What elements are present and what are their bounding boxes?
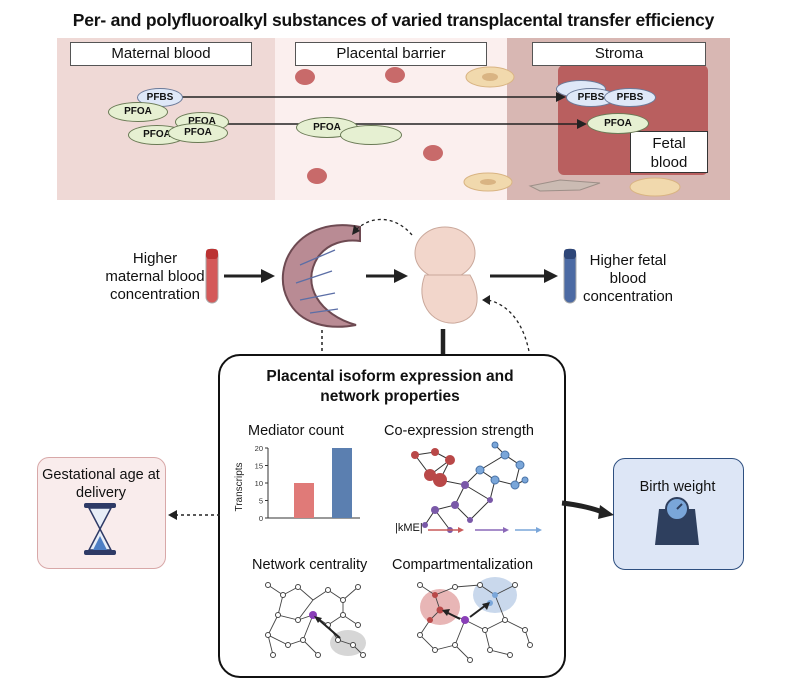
y-tick-label: 20 xyxy=(255,444,263,453)
y-tick-label: 0 xyxy=(259,514,263,523)
fetal-blood-tube-icon xyxy=(563,248,577,304)
birth-weight-label: Birth weight xyxy=(639,479,716,495)
thick-arrow-right xyxy=(561,500,614,519)
placental-barrier-header: Placental barrier xyxy=(295,42,487,66)
main-box-title: Placental isoform expression and network… xyxy=(266,368,514,405)
scale-icon xyxy=(655,497,699,545)
isoform-network-box xyxy=(218,354,566,678)
maternal-blood-header: Maternal blood xyxy=(70,42,252,66)
y-tick-label: 10 xyxy=(255,479,263,488)
panel-decorations xyxy=(180,66,681,197)
pfoa-molecule: PFOA xyxy=(168,123,228,143)
middle-row-graphics xyxy=(205,218,577,358)
network-centrality-graph xyxy=(265,582,366,658)
bar-1 xyxy=(332,448,352,518)
placenta-icon xyxy=(281,224,361,328)
pfoa-molecule: PFOA xyxy=(587,113,649,134)
stroma-header: Stroma xyxy=(532,42,706,66)
gestational-age-label: Gestational age at delivery xyxy=(42,467,160,501)
compartment-label: Compartmentalization xyxy=(392,557,534,573)
pfbs-molecule: PFBS xyxy=(604,88,656,107)
pfoa-molecule: PFOA xyxy=(108,102,168,122)
figure-title: Per- and polyfluoroalkyl substances of v… xyxy=(72,10,715,30)
fetal-blood-label: Fetal blood xyxy=(630,131,708,173)
maternal-blood-tube-icon xyxy=(205,248,219,304)
y-axis-label: Transcripts xyxy=(234,462,245,511)
bar-0 xyxy=(294,483,314,518)
mediator-count-label: Mediator count xyxy=(248,423,344,439)
compartmentalization-graph xyxy=(417,577,533,663)
centrality-label: Network centrality xyxy=(252,557,368,573)
higher-maternal-label: Higher maternal blood concentration xyxy=(105,250,205,303)
dotted-arrow-left xyxy=(168,510,220,520)
fetus-icon xyxy=(414,226,478,324)
coexpression-network xyxy=(411,441,529,533)
hourglass-icon xyxy=(84,503,116,555)
pfoa-molecule-blank xyxy=(340,125,402,145)
kme-label: |kME| xyxy=(395,522,423,534)
higher-fetal-label: Higher fetal blood concentration xyxy=(582,252,674,305)
kme-arrows xyxy=(428,527,542,533)
y-tick-label: 15 xyxy=(255,462,263,471)
y-tick-label: 5 xyxy=(259,497,263,506)
coexpression-label: Co-expression strength xyxy=(384,423,534,439)
